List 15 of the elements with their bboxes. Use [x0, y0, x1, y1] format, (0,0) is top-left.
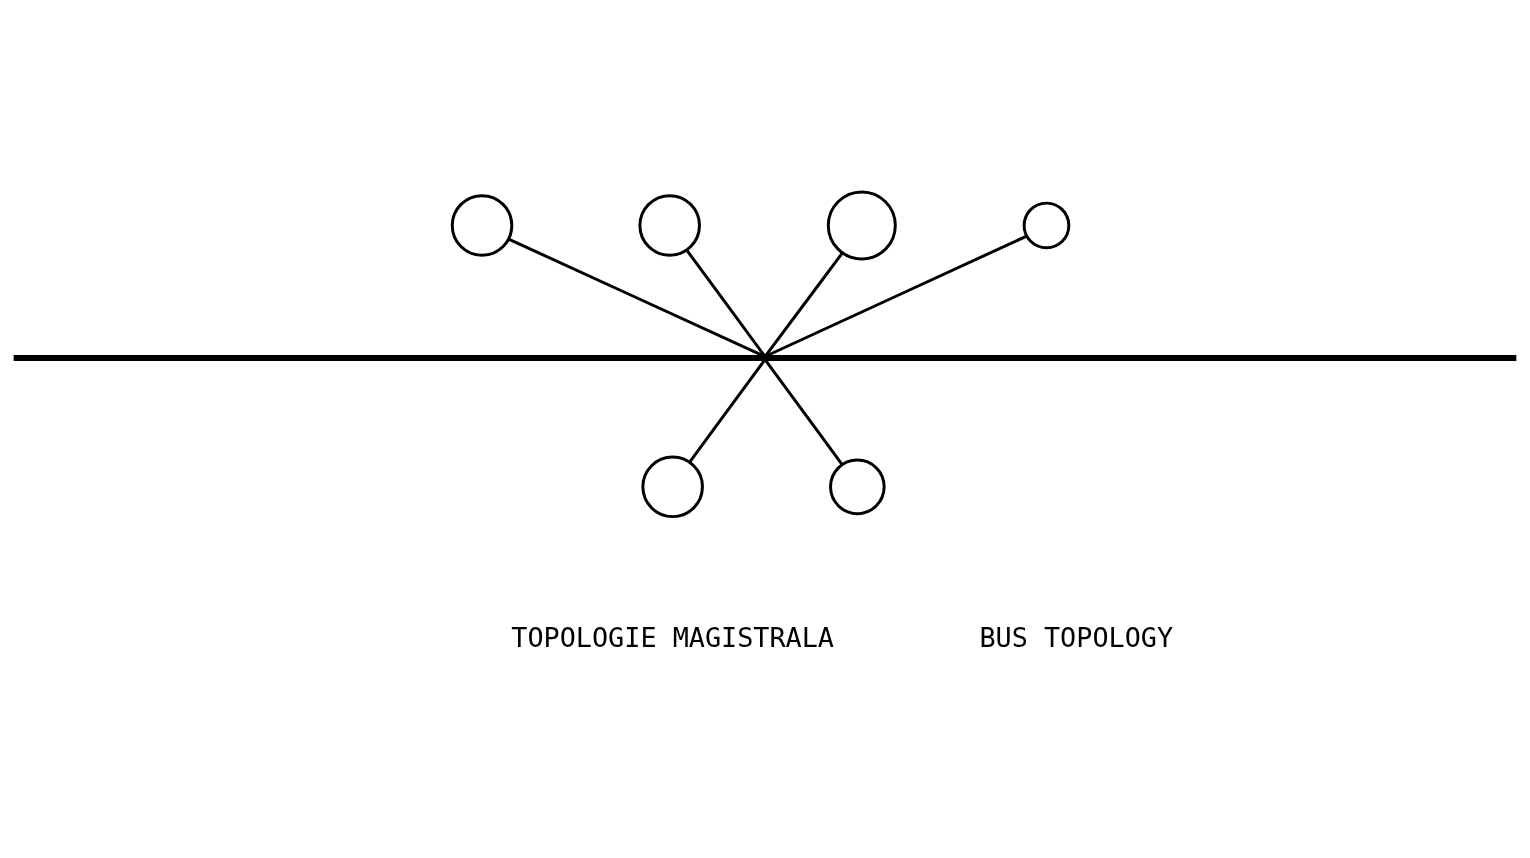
- connector: [764, 358, 844, 466]
- connector: [508, 237, 764, 357]
- node-circle: [450, 193, 514, 257]
- connector: [766, 234, 1028, 357]
- connector: [688, 358, 766, 463]
- node-circle: [826, 189, 897, 260]
- label: BUS TOPOLOGY: [979, 621, 1174, 653]
- node-circle: [1022, 201, 1071, 249]
- label: TOPOLOGIE MAGISTRALA: [511, 621, 834, 653]
- connector: [685, 248, 766, 357]
- node-bar: [13, 354, 1517, 361]
- node-circle: [829, 458, 886, 515]
- node-circle: [638, 193, 701, 257]
- connector: [764, 251, 844, 357]
- node-circle: [641, 455, 704, 518]
